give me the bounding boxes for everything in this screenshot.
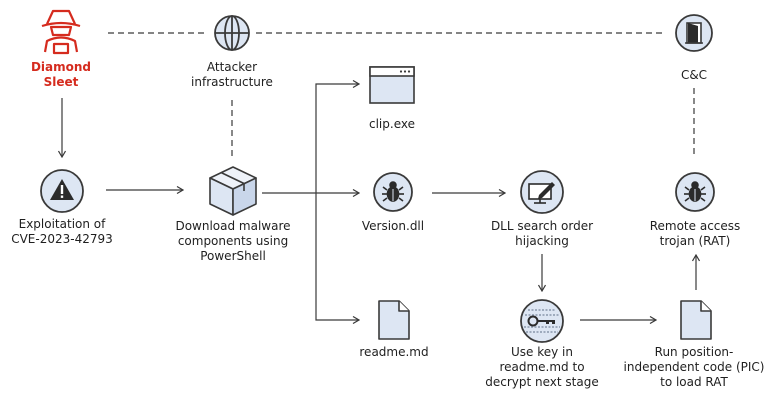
key-binary-icon: [519, 298, 565, 344]
bug-icon: [372, 171, 414, 213]
arrow-to-readme: [315, 193, 359, 320]
dll-hijacking-label: DLL search order hijacking: [490, 219, 594, 248]
bug-icon: [674, 171, 716, 213]
cnc-label: C&C: [680, 68, 708, 82]
document-icon: [377, 299, 411, 341]
globe-icon: [212, 13, 252, 53]
warning-icon: [39, 168, 85, 214]
exploitation-label: Exploitation of CVE-2023-42793: [11, 217, 113, 246]
package-icon: [206, 163, 260, 219]
door-icon: [674, 13, 714, 53]
clip-exe-label: clip.exe: [369, 117, 415, 131]
download-label: Download malware components using PowerS…: [175, 219, 291, 263]
decrypt-label: Use key in readme.md to decrypt next sta…: [485, 345, 599, 389]
pic-label: Run position- independent code (PIC) to …: [623, 345, 765, 389]
arrow-to-clip: [315, 84, 359, 193]
document-icon: [679, 299, 713, 341]
hooded-actor-icon: [34, 6, 88, 56]
rat-label: Remote access trojan (RAT): [649, 219, 741, 248]
app-window-icon: [369, 66, 415, 104]
monitor-pen-icon: [519, 169, 565, 215]
readme-md-label: readme.md: [359, 345, 429, 359]
attacker-infrastructure-label: Attacker infrastructure: [191, 60, 273, 89]
version-dll-label: Version.dll: [361, 219, 425, 233]
diamond-sleet-label: Diamond Sleet: [30, 60, 92, 89]
